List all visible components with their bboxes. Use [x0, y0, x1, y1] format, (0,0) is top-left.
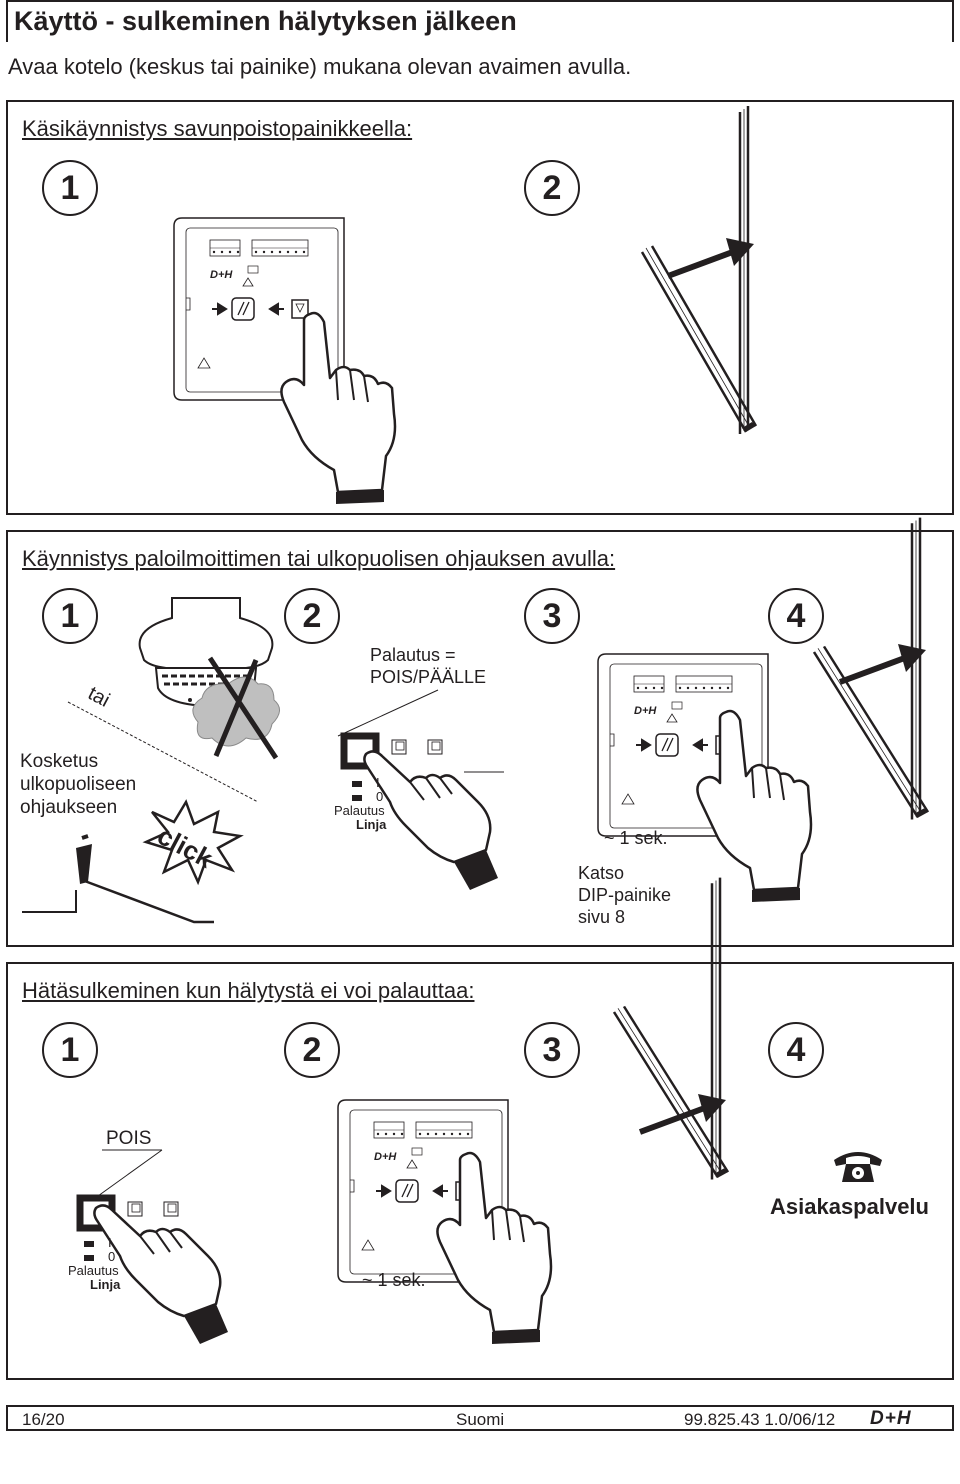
- section-detector-start: Käynnistys paloilmoittimen tai ulkopuoli…: [6, 516, 954, 947]
- title-bar: Käyttö - sulkeminen hälytyksen jälkeen: [6, 0, 954, 42]
- section-heading: Hätäsulkeminen kun hälytystä ei voi pala…: [22, 978, 475, 1003]
- switch-legend: I 0 Palautus Linja: [68, 1235, 121, 1292]
- section-heading: Käsikäynnistys savunpoistopainikkeella:: [22, 116, 413, 141]
- section-heading: Käynnistys paloilmoittimen tai ulkopuoli…: [22, 546, 616, 571]
- duration-label: ~ 1 sek.: [604, 828, 668, 848]
- brand-logo: D+H: [870, 1408, 912, 1429]
- step-2-number: 2: [284, 1022, 340, 1078]
- step-2-number: 2: [524, 160, 580, 216]
- intro-text: Avaa kotelo (keskus tai painike) mukana …: [8, 54, 632, 79]
- off-label: POIS: [106, 1128, 152, 1149]
- customer-service-label: Asiakaspalvelu: [770, 1194, 929, 1219]
- open-arrow-icon: [668, 238, 768, 278]
- open-arrow-icon: [840, 644, 940, 684]
- dashed-divider: [67, 701, 259, 803]
- pressing-hand-icon: [280, 311, 397, 506]
- step-1-number: 1: [42, 588, 98, 644]
- page-number: 16/20: [22, 1410, 65, 1429]
- document-number: 99.825.43 1.0/06/12: [684, 1410, 836, 1429]
- pressing-hand-icon: [436, 1151, 553, 1346]
- step-1-number: 1: [42, 1022, 98, 1078]
- step-2-number: 2: [284, 588, 340, 644]
- pressing-hand-icon: [696, 709, 813, 904]
- section-emergency-stop: Hätäsulkeminen kun hälytystä ei voi pala…: [6, 876, 954, 1380]
- click-burst-icon: [142, 799, 244, 886]
- step-4-number: 4: [768, 1022, 824, 1078]
- step-3-number: 3: [524, 1022, 580, 1078]
- step-4-number: 4: [768, 588, 824, 644]
- pointing-hand-icon: [363, 750, 500, 892]
- dip-note: Katso DIP-painike sivu 8: [578, 863, 672, 927]
- contact-label: Kosketus ulkopuoliseen ohjaukseen: [20, 751, 137, 818]
- page-title: Käyttö - sulkeminen hälytyksen jälkeen: [14, 6, 517, 36]
- telephone-icon: [834, 1152, 882, 1182]
- section-manual-start: Käsikäynnistys savunpoistopainikkeella: …: [6, 100, 954, 515]
- open-arrow-icon: [640, 1094, 740, 1134]
- step-1-number: 1: [42, 160, 98, 216]
- smoke-detector-icon: [138, 597, 280, 760]
- line-switch-panel: [344, 736, 504, 773]
- reset-label: Palautus = POIS/PÄÄLLE: [370, 645, 487, 687]
- page-footer: 16/20 Suomi 99.825.43 1.0/06/12 D+H: [6, 1405, 954, 1431]
- leader-line: [337, 689, 439, 737]
- switch-legend: I 0 Palautus Linja: [334, 775, 387, 832]
- leader-line: [97, 1149, 163, 1197]
- language-label: Suomi: [456, 1410, 505, 1429]
- open-lid-illustration: [612, 876, 730, 1181]
- duration-label: ~ 1 sek.: [362, 1270, 426, 1290]
- contact-switch-illustration: [22, 834, 214, 924]
- step-3-number: 3: [524, 588, 580, 644]
